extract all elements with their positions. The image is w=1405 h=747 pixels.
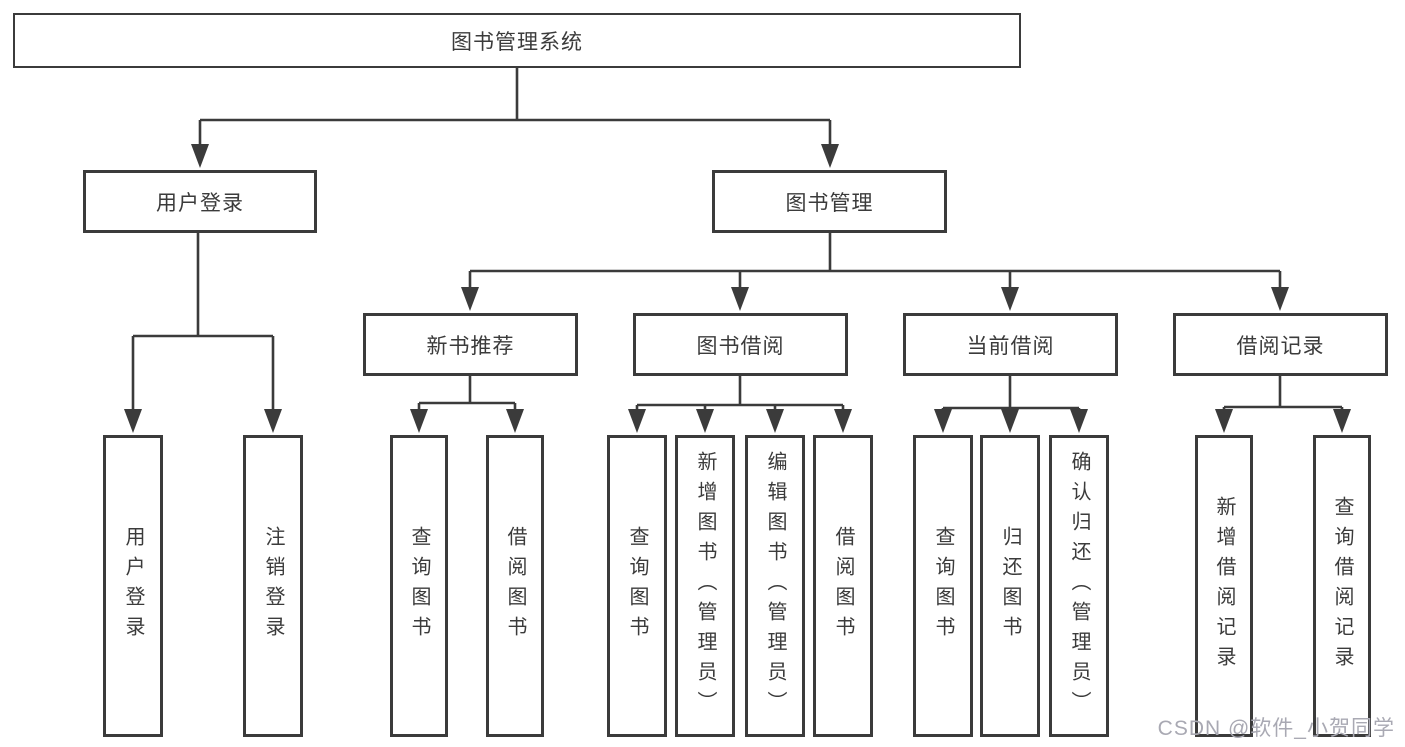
leaf-confirm-return-admin: 确认归还（管理员） — [1049, 435, 1109, 737]
node-label: 新书推荐 — [426, 334, 515, 358]
leaf-edit-books-admin: 编辑图书（管理员） — [745, 435, 805, 737]
node-user-login: 用户登录 — [83, 170, 317, 233]
node-book-borrow: 图书借阅 — [633, 313, 848, 376]
leaf-query-borrow-record: 查询借阅记录 — [1313, 435, 1371, 737]
node-label: 图书管理 — [785, 191, 874, 215]
leaf-borrow-books: 借阅图书 — [813, 435, 873, 737]
node-borrow-record: 借阅记录 — [1173, 313, 1388, 376]
leaf-label: 查询借阅记录 — [1331, 496, 1353, 676]
leaf-user-login: 用户登录 — [103, 435, 163, 737]
leaf-borrow-books-recommend: 借阅图书 — [486, 435, 544, 737]
node-library-management-system: 图书管理系统 — [13, 13, 1021, 68]
leaf-label: 确认归还（管理员） — [1068, 451, 1090, 721]
leaf-label: 新增图书（管理员） — [694, 451, 716, 721]
leaf-add-borrow-record: 新增借阅记录 — [1195, 435, 1253, 737]
node-label: 借阅记录 — [1236, 334, 1325, 358]
node-current-borrow: 当前借阅 — [903, 313, 1118, 376]
csdn-watermark: CSDN @软件_小贺同学 — [1157, 717, 1395, 740]
node-label: 图书管理系统 — [451, 30, 583, 54]
leaf-label: 编辑图书（管理员） — [764, 451, 786, 721]
leaf-return-books: 归还图书 — [980, 435, 1040, 737]
leaf-label: 归还图书 — [999, 526, 1021, 646]
leaf-query-books-recommend: 查询图书 — [390, 435, 448, 737]
leaf-label: 借阅图书 — [504, 526, 526, 646]
node-label: 图书借阅 — [696, 334, 785, 358]
leaf-label: 查询图书 — [932, 526, 954, 646]
leaf-label: 新增借阅记录 — [1213, 496, 1235, 676]
leaf-query-books-borrow: 查询图书 — [607, 435, 667, 737]
leaf-label: 查询图书 — [408, 526, 430, 646]
node-label: 当前借阅 — [966, 334, 1055, 358]
node-new-book-recommend: 新书推荐 — [363, 313, 578, 376]
leaf-logout: 注销登录 — [243, 435, 303, 737]
node-label: 用户登录 — [156, 191, 244, 215]
leaf-label: 查询图书 — [626, 526, 648, 646]
leaf-query-books-current: 查询图书 — [913, 435, 973, 737]
leaf-label: 借阅图书 — [832, 526, 854, 646]
leaf-add-books-admin: 新增图书（管理员） — [675, 435, 735, 737]
leaf-label: 用户登录 — [122, 526, 144, 646]
node-book-management: 图书管理 — [712, 170, 947, 233]
leaf-label: 注销登录 — [262, 526, 284, 646]
